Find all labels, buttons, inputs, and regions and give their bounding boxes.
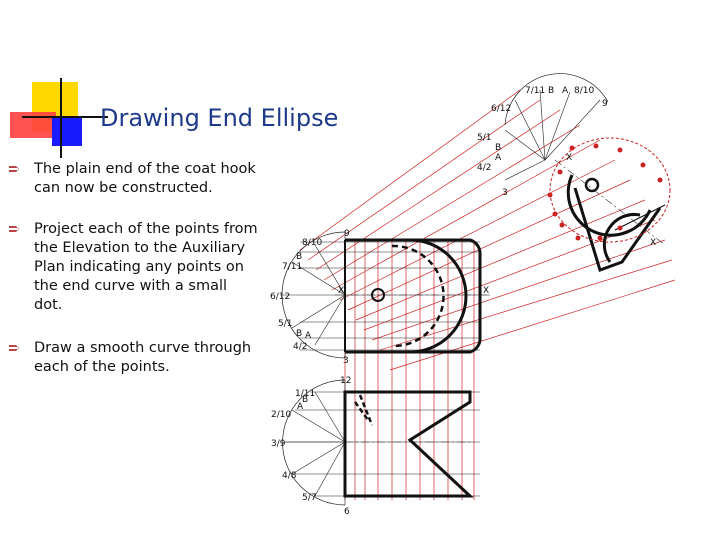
curve-point	[617, 147, 623, 153]
projection-lines	[299, 89, 676, 500]
plan-label-5-7: 5/7	[302, 493, 316, 503]
bullet-marker-icon	[9, 226, 19, 232]
elevation-view	[344, 238, 482, 354]
aux-label-4-2: 4/2	[477, 163, 491, 173]
curve-point	[575, 235, 581, 241]
aux-x-mark: X	[566, 153, 572, 163]
construction-arcs	[281, 73, 609, 506]
aux-label-8-10: 8/10	[574, 86, 594, 96]
auxiliary-labels: 7/11 B A 8/10 9 6/12 5/1 B A 4/2 3 X X	[477, 86, 656, 248]
deco-blue-block	[52, 118, 82, 146]
end-curve-dots	[547, 143, 663, 241]
aux-label-5-1: 5/1	[477, 133, 491, 143]
aux-label-b2: B	[495, 143, 501, 153]
auxiliary-view	[549, 137, 671, 272]
elev-label-x2: X	[483, 286, 489, 296]
aux-label-a2: A	[495, 153, 502, 163]
bullet-text: Project each of the points from the Elev…	[34, 221, 258, 313]
bullet-list: The plain end of the coat hook can now b…	[8, 160, 258, 377]
elev-label-7-11: 7/11	[282, 262, 302, 272]
plan-label-6: 6	[344, 507, 350, 517]
curve-point	[617, 225, 623, 231]
bullet-text: The plain end of the coat hook can now b…	[34, 161, 256, 196]
plan-label-4-8: 4/8	[282, 471, 297, 481]
aux-label-9: 9	[602, 99, 608, 109]
bullet-item: Project each of the points from the Elev…	[8, 220, 258, 315]
aux-label-b: B	[548, 86, 554, 96]
curve-point	[593, 143, 599, 149]
plan-label-b: B	[302, 395, 308, 405]
bullet-marker-icon	[9, 166, 19, 172]
bullet-item: The plain end of the coat hook can now b…	[8, 160, 258, 198]
elev-label-a: A	[305, 331, 312, 341]
elev-label-x1: X	[338, 286, 344, 296]
curve-point	[597, 235, 603, 241]
plan-label-1-11: 1/11	[295, 389, 315, 399]
aux-label-a: A	[562, 86, 569, 96]
plan-label-3-9: 3/9	[271, 439, 286, 449]
elev-label-6-12: 6/12	[270, 292, 290, 302]
curve-point	[557, 169, 563, 175]
elev-label-3: 3	[343, 356, 349, 366]
aux-label-3: 3	[502, 188, 508, 198]
plan-view	[343, 390, 474, 498]
plan-labels: 12 1/11 B A 2/10 3/9 4/8 5/7 6	[271, 376, 351, 517]
elev-label-5-1: 5/1	[278, 319, 292, 329]
bullet-marker-icon	[9, 345, 19, 351]
bullet-item: Draw a smooth curve through each of the …	[8, 339, 258, 377]
plan-label-12: 12	[340, 376, 351, 386]
elev-label-4-2: 4/2	[293, 342, 307, 352]
slide-title: Drawing End Ellipse	[100, 104, 339, 132]
curve-point	[552, 211, 558, 217]
center-lines	[335, 159, 666, 443]
elev-label-b2: B	[296, 329, 302, 339]
curve-point	[559, 222, 565, 228]
elevation-labels: 8/10 9 B 7/11 6/12 X X 5/1 B A 4/2 3	[270, 229, 489, 366]
elev-label-9: 9	[344, 229, 350, 239]
bullet-text: Draw a smooth curve through each of the …	[34, 340, 252, 375]
aux-label-7-11: 7/11	[525, 86, 545, 96]
curve-point	[640, 162, 646, 168]
aux-x-mark: X	[650, 238, 656, 248]
deco-vertical-line	[60, 78, 62, 158]
curve-point	[547, 192, 553, 198]
elev-label-b: B	[296, 252, 302, 262]
elev-label-8-10: 8/10	[302, 238, 322, 248]
aux-label-6-12: 6/12	[491, 104, 511, 114]
curve-point	[657, 177, 663, 183]
construction-lines	[280, 89, 601, 505]
plan-label-2-10: 2/10	[271, 410, 291, 420]
curve-point	[569, 145, 575, 151]
plan-label-a: A	[297, 402, 304, 412]
deco-horizontal-line	[22, 116, 108, 118]
